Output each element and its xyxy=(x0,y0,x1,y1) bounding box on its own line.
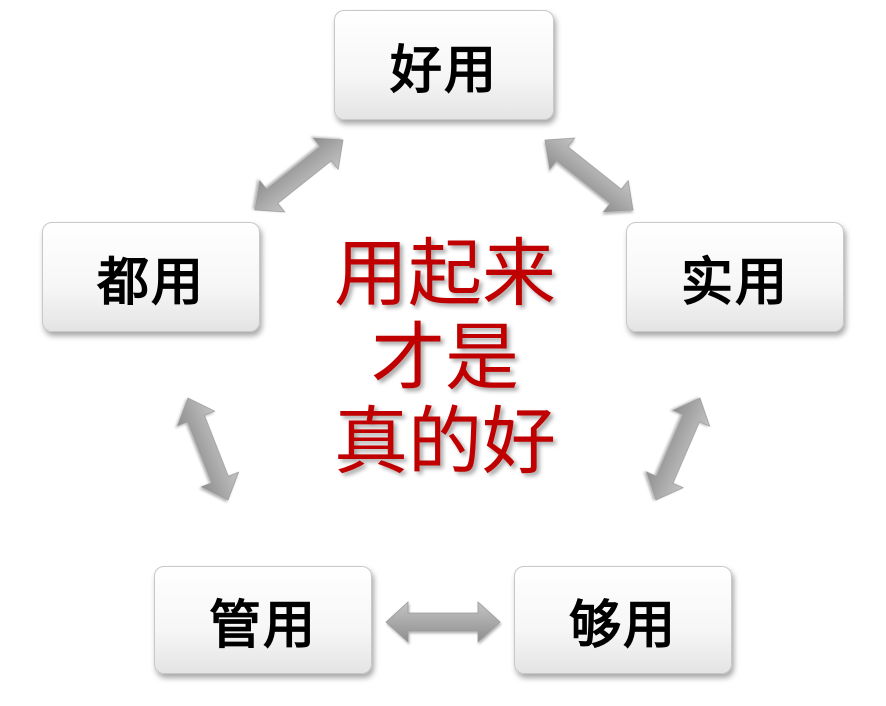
center-slogan-line2: 才是 xyxy=(371,315,519,401)
node-gouyong: 够用 xyxy=(514,566,732,674)
node-douyong: 都用 xyxy=(42,222,260,332)
center-slogan-line1: 用起来 xyxy=(334,231,556,317)
node-guanyong: 管用 xyxy=(154,566,372,674)
arrow-right-bottom xyxy=(645,397,711,501)
arrow-top-right xyxy=(544,137,634,213)
node-shiyong: 实用 xyxy=(626,222,844,332)
arrow-left-bottom xyxy=(176,397,240,501)
arrow-bottom-middle xyxy=(385,601,501,643)
node-haoyong: 好用 xyxy=(334,10,554,120)
center-slogan: 用起来 才是 真的好 xyxy=(300,232,590,484)
arrow-top-left xyxy=(254,137,344,213)
center-slogan-line3: 真的好 xyxy=(334,399,556,485)
